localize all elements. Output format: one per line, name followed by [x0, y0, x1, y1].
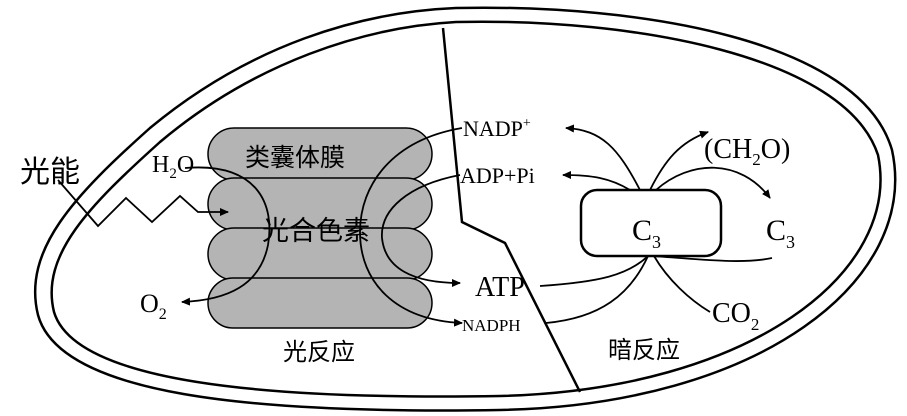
c3-box-label: C3	[632, 214, 661, 252]
atp-to-c3-line	[539, 255, 649, 287]
c3-loop-line	[649, 255, 773, 262]
light-energy-arrow	[57, 179, 229, 228]
co2-to-c3-line	[653, 255, 711, 313]
atp-label: ATP	[475, 272, 525, 303]
c3-output-label: C3	[766, 214, 795, 252]
nadph-label: NADPH	[462, 316, 521, 335]
c3-to-ch2o-arrow	[649, 130, 709, 191]
light-reaction-label: 光反应	[283, 338, 355, 366]
adp-to-atp-arrow	[381, 174, 461, 287]
thylakoid-membrane-label: 类囊体膜	[245, 143, 345, 172]
chloroplast-inner-membrane	[50, 20, 882, 398]
water-split-arrow	[181, 166, 271, 306]
light-energy-label: 光能	[20, 155, 80, 190]
nadph-to-c3-line	[545, 255, 649, 324]
thylakoid-disc	[207, 277, 433, 329]
thylakoid-stack	[207, 127, 433, 329]
stroma-divider	[441, 27, 582, 393]
adp-pi-label: ADP+Pi	[460, 163, 535, 188]
chloroplast-outer-membrane	[33, 6, 897, 412]
c3-to-nadp-arrow	[565, 124, 641, 191]
ch2o-label: (CH2O)	[704, 134, 790, 169]
nadp-to-nadph-arrow	[359, 127, 463, 327]
dark-reaction-label: 暗反应	[608, 336, 680, 364]
pigment-label: 光合色素	[262, 216, 370, 247]
c3-to-adp-arrow	[562, 171, 631, 191]
h2o-label: H2O	[152, 152, 194, 182]
nadp-plus-label: NADP+	[463, 116, 531, 141]
o2-label: O2	[140, 289, 167, 323]
co2-label: CO2	[712, 298, 759, 334]
c3-regeneration-arrow	[655, 166, 771, 199]
